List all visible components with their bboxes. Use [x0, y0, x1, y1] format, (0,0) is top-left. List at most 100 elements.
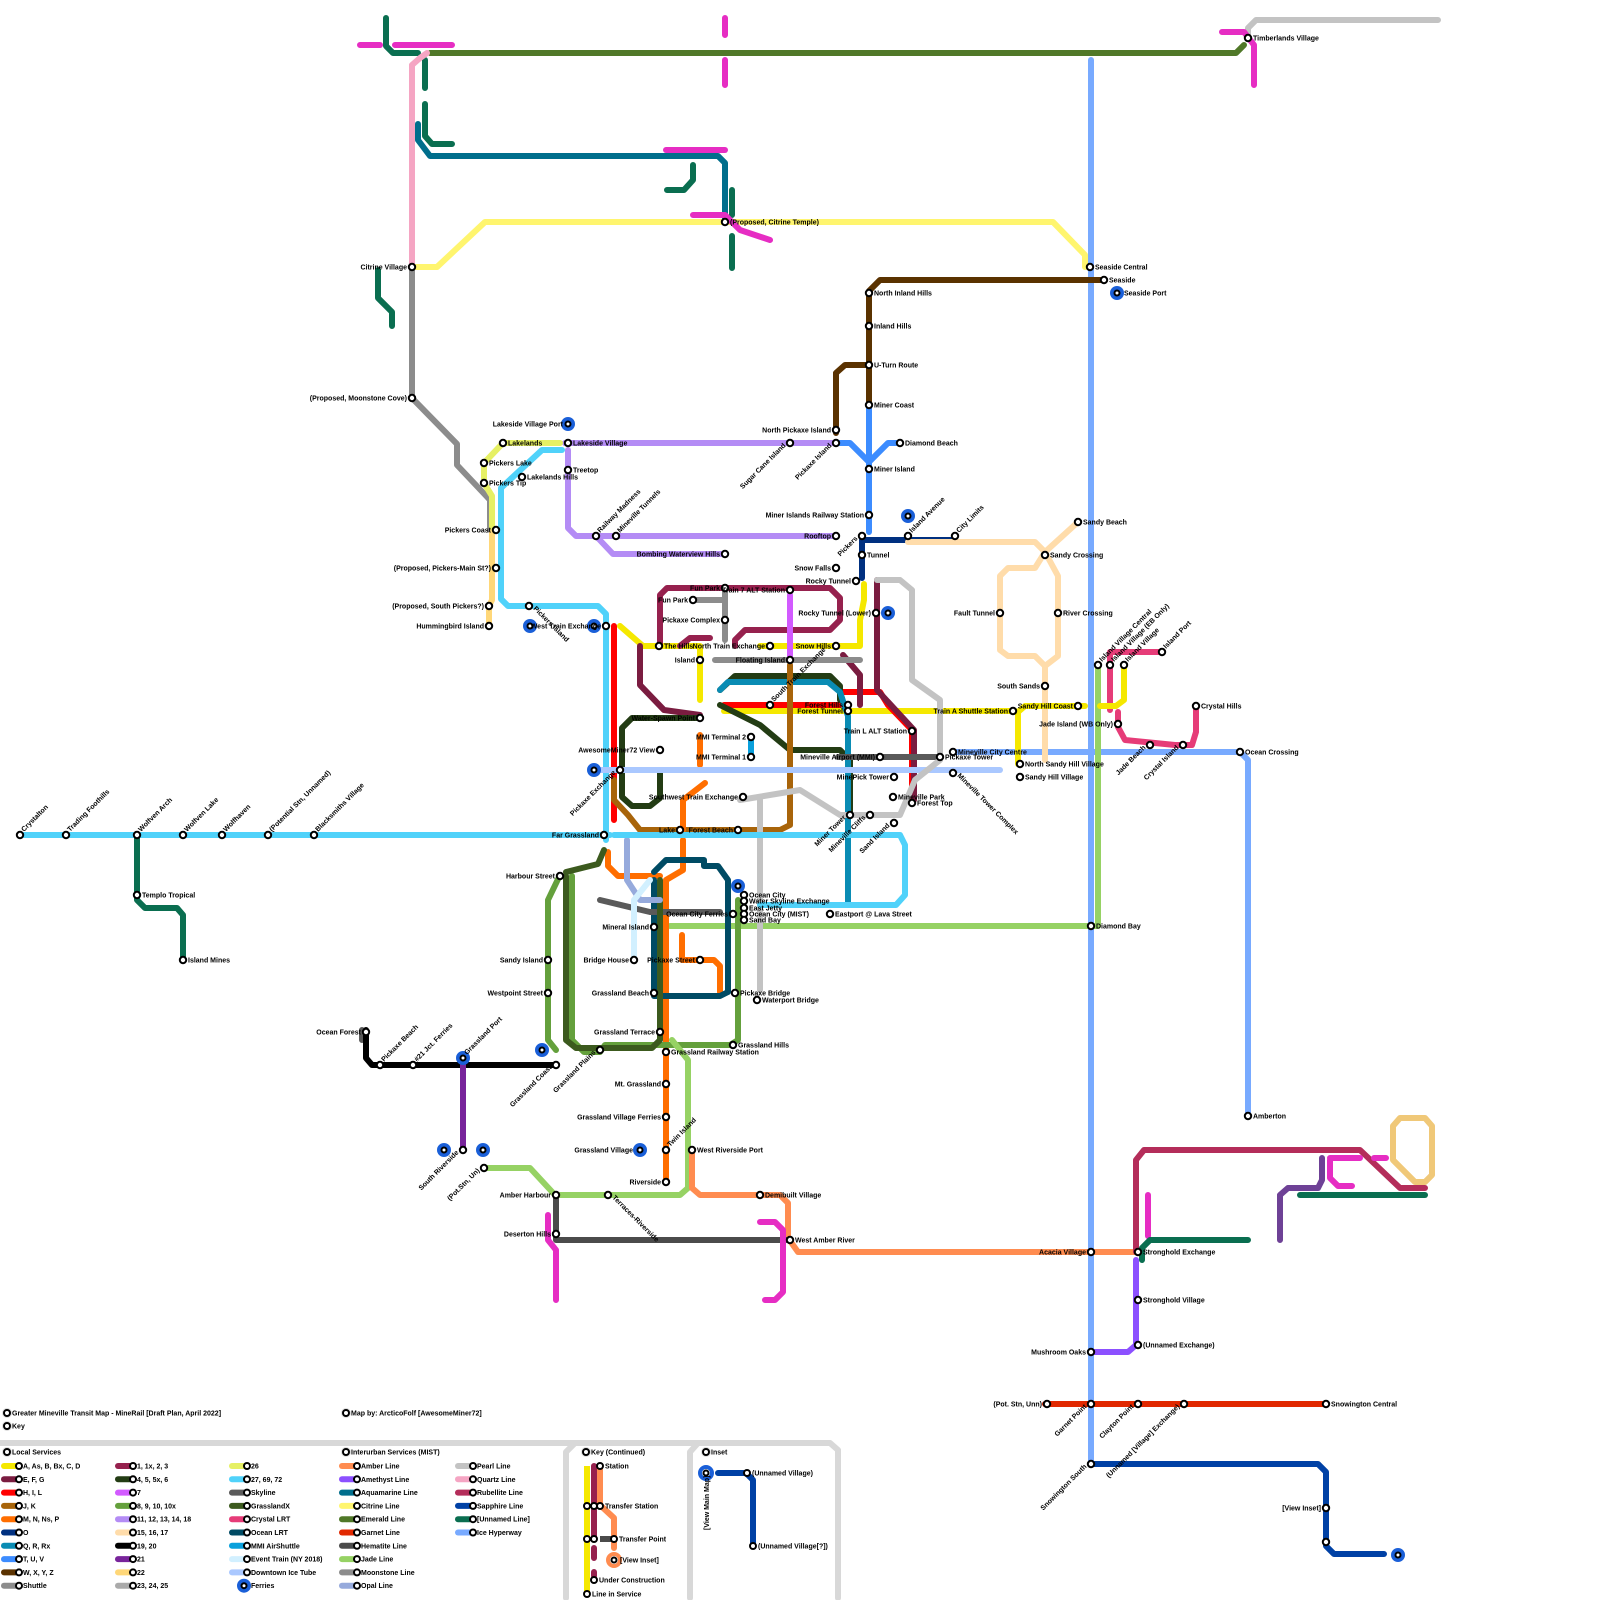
station-marker[interactable] [785, 585, 795, 595]
station-marker[interactable] [309, 830, 319, 840]
station-marker[interactable] [375, 1060, 385, 1070]
station-marker[interactable] [857, 550, 867, 560]
station-marker[interactable] [695, 713, 705, 723]
station-marker[interactable] [825, 909, 835, 919]
station-marker[interactable] [871, 608, 881, 618]
station-marker[interactable] [661, 1112, 671, 1122]
station-marker[interactable] [1040, 681, 1050, 691]
inset-view-main-map[interactable]: [View Main Map] [704, 1476, 711, 1530]
station-marker[interactable] [950, 531, 960, 541]
station-marker[interactable] [615, 765, 625, 775]
station-marker[interactable] [655, 1027, 665, 1037]
station-marker[interactable] [720, 583, 730, 593]
station-marker[interactable] [695, 655, 705, 665]
station-marker[interactable] [864, 464, 874, 474]
station-marker[interactable] [1086, 1247, 1096, 1257]
station-marker[interactable] [864, 360, 874, 370]
station-marker[interactable] [407, 262, 417, 272]
station-marker[interactable] [661, 1177, 671, 1187]
station-marker[interactable] [178, 955, 188, 965]
station-marker[interactable] [551, 1060, 561, 1070]
station-marker[interactable] [498, 438, 508, 448]
station-marker[interactable] [831, 438, 841, 448]
station-marker[interactable] [675, 825, 685, 835]
station-marker[interactable] [599, 830, 609, 840]
station-marker[interactable] [361, 1027, 371, 1037]
station-marker[interactable] [1235, 747, 1245, 757]
station-marker[interactable] [888, 792, 898, 802]
station-marker[interactable] [1321, 1503, 1331, 1513]
station-marker[interactable] [865, 810, 875, 820]
station-marker[interactable] [995, 608, 1005, 618]
station-marker[interactable] [948, 768, 958, 778]
station-marker[interactable] [755, 1190, 765, 1200]
station-marker[interactable] [1086, 1399, 1096, 1409]
station-marker[interactable] [1179, 1399, 1189, 1409]
station-marker[interactable] [1086, 1347, 1096, 1357]
station-marker[interactable] [1015, 759, 1025, 769]
station-marker[interactable] [857, 531, 867, 541]
station-marker[interactable] [785, 655, 795, 665]
station-marker[interactable] [903, 531, 913, 541]
station-marker[interactable] [688, 595, 698, 605]
station-marker[interactable] [765, 700, 775, 710]
station-marker[interactable] [687, 1145, 697, 1155]
station-marker[interactable] [132, 830, 142, 840]
station-marker[interactable] [611, 531, 621, 541]
station-marker[interactable] [864, 288, 874, 298]
station-marker[interactable] [1321, 1399, 1331, 1409]
station-marker[interactable] [843, 706, 853, 716]
station-marker[interactable] [543, 955, 553, 965]
station-marker[interactable] [746, 752, 756, 762]
station-marker[interactable] [484, 601, 494, 611]
station-marker[interactable] [845, 810, 855, 820]
station-marker[interactable] [661, 1145, 671, 1155]
station-marker[interactable] [851, 576, 861, 586]
station-marker[interactable] [555, 871, 565, 881]
station-marker[interactable] [1321, 1537, 1331, 1547]
station-marker[interactable] [591, 531, 601, 541]
station-marker[interactable] [479, 1163, 489, 1173]
station-marker[interactable] [1093, 660, 1103, 670]
station-marker[interactable] [484, 621, 494, 631]
station-marker[interactable] [1015, 772, 1025, 782]
station-marker[interactable] [15, 830, 25, 840]
station-marker[interactable] [595, 1045, 605, 1055]
station-marker[interactable] [1073, 517, 1083, 527]
station-marker[interactable] [661, 1079, 671, 1089]
station-marker[interactable] [907, 726, 917, 736]
station-marker[interactable] [217, 830, 227, 840]
station-marker[interactable] [831, 641, 841, 651]
station-marker[interactable] [733, 825, 743, 835]
station-marker[interactable] [720, 549, 730, 559]
station-marker[interactable] [864, 321, 874, 331]
station-marker[interactable] [746, 732, 756, 742]
station-marker[interactable] [649, 922, 659, 932]
station-marker[interactable] [695, 955, 705, 965]
station-marker[interactable] [728, 909, 738, 919]
station-marker[interactable] [765, 641, 775, 651]
station-marker[interactable] [407, 393, 417, 403]
station-marker[interactable] [1073, 701, 1083, 711]
station-marker[interactable] [738, 792, 748, 802]
station-marker[interactable] [1008, 706, 1018, 716]
station-marker[interactable] [728, 1040, 738, 1050]
station-marker[interactable] [1133, 1295, 1143, 1305]
station-marker[interactable] [655, 745, 665, 755]
station-marker[interactable] [864, 400, 874, 410]
station-marker[interactable] [785, 438, 795, 448]
station-marker[interactable] [563, 438, 573, 448]
station-marker[interactable] [629, 955, 639, 965]
station-marker[interactable] [661, 1047, 671, 1057]
station-marker[interactable] [720, 615, 730, 625]
station-marker[interactable] [479, 478, 489, 488]
station-marker[interactable] [948, 747, 958, 757]
station-marker[interactable] [1085, 262, 1095, 272]
station-marker[interactable] [864, 510, 874, 520]
station-marker[interactable] [603, 1190, 613, 1200]
station-marker[interactable] [907, 798, 917, 808]
station-marker[interactable] [1053, 608, 1063, 618]
station-marker[interactable] [551, 1229, 561, 1239]
station-marker[interactable] [1113, 719, 1123, 729]
station-marker[interactable] [1145, 740, 1155, 750]
